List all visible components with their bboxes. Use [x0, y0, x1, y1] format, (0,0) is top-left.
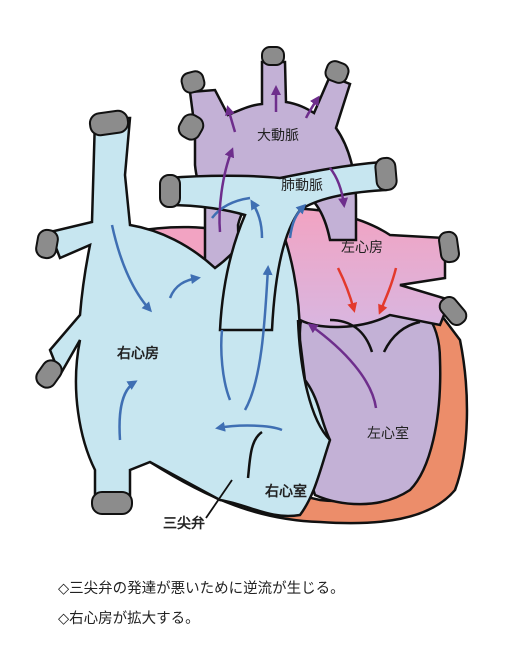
pulmonary-artery-stub [159, 174, 181, 208]
flow-arrow-red [378, 267, 398, 315]
flow-arrow-blue [168, 274, 201, 299]
label-right-ventricle: 右心室 [264, 483, 307, 500]
flow-arrow-purple [307, 323, 378, 409]
pulmonary-vein-stub [438, 295, 468, 327]
vein-stub [35, 228, 59, 260]
flow-arrow-blue [110, 224, 153, 313]
mitral-valve-line [329, 318, 374, 353]
flow-arrow-purple [225, 105, 237, 133]
vein-stub [35, 359, 63, 389]
note-regurgitation: ◇三尖弁の発達が悪いために逆流が生じる。 [58, 581, 345, 597]
aortic-branch-stub [324, 60, 350, 84]
superior-vena-cava-stub [88, 109, 130, 137]
flow-arrow-blue [220, 329, 232, 401]
mitral-valve-line [382, 320, 421, 353]
label-aorta: 大動脈 [257, 128, 299, 144]
pulmonary-vein-stub [438, 230, 460, 264]
label-tricuspid-valve: 三尖弁 [163, 515, 205, 532]
flow-arrow-blue [288, 203, 307, 239]
notes: ◇三尖弁の発達が悪いために逆流が生じる。 ◇右心房が拡大する。 [58, 574, 498, 634]
tricuspid-pointer [205, 479, 233, 519]
vein-stub [177, 113, 205, 141]
flow-arrow-blue [118, 380, 138, 441]
flow-arrow-purple [218, 147, 235, 233]
label-pulmonary-artery: 肺動脈 [281, 178, 323, 194]
aortic-branch-stub [261, 46, 285, 66]
label-right-atrium: 右心房 [116, 345, 159, 362]
flow-arrow-blue [250, 199, 264, 239]
tricuspid-valve-line [246, 430, 263, 479]
note-atrial-enlargement: ◇右心房が拡大する。 [58, 611, 200, 627]
label-left-ventricle: 左心室 [367, 425, 409, 442]
flow-arrow-red [336, 267, 358, 313]
flow-arrow-blue [243, 265, 273, 411]
septum-line [296, 319, 331, 441]
flow-arrow-purple [329, 167, 349, 208]
inferior-vena-cava-stub [91, 491, 133, 515]
label-left-atrium: 左心房 [341, 240, 383, 256]
flow-arrow-blue [211, 196, 251, 219]
flow-arrow-blue [215, 421, 283, 432]
aortic-branch-stub [180, 70, 206, 94]
pulmonary-artery-stub [374, 156, 398, 192]
flow-arrow-purple [304, 95, 320, 119]
